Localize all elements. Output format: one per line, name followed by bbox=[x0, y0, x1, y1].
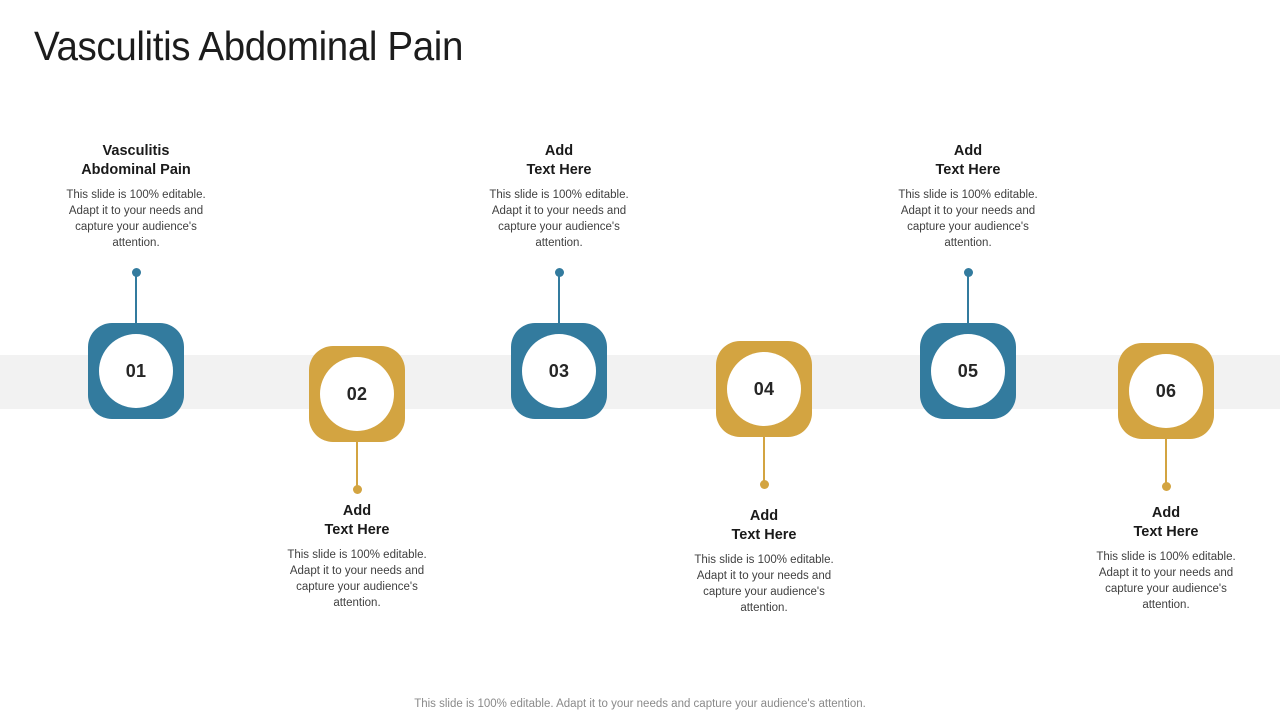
step-connector-03 bbox=[554, 268, 564, 324]
step-heading-line1-05: Add bbox=[953, 143, 983, 159]
step-node-06[interactable]: 06 bbox=[1118, 343, 1214, 439]
step-text-block-01: Vasculitis Abdominal Pain This slide is … bbox=[56, 142, 216, 251]
step-node-03[interactable]: 03 bbox=[511, 323, 607, 419]
step-text-block-03: Add Text Here This slide is 100% editabl… bbox=[479, 142, 639, 251]
step-heading-line2-06: Text Here bbox=[1133, 524, 1199, 540]
step-heading-04: Add Text Here bbox=[684, 507, 844, 545]
step-number-06: 06 bbox=[1155, 380, 1177, 401]
step-description-04: This slide is 100% editable. Adapt it to… bbox=[694, 554, 834, 614]
step-number-02: 02 bbox=[346, 383, 368, 404]
step-number-05: 05 bbox=[957, 360, 979, 381]
step-heading-05: Add Text Here bbox=[888, 142, 1048, 180]
step-node-circle-06: 06 bbox=[1129, 354, 1203, 428]
step-heading-01: Vasculitis Abdominal Pain bbox=[56, 142, 216, 180]
step-connector-02 bbox=[352, 442, 362, 494]
step-connector-04 bbox=[759, 437, 769, 489]
step-text-block-02: Add Text Here This slide is 100% editabl… bbox=[277, 502, 437, 611]
step-description-03: This slide is 100% editable. Adapt it to… bbox=[489, 189, 629, 249]
footer-note: This slide is 100% editable. Adapt it to… bbox=[414, 698, 866, 710]
step-heading-line1-03: Add bbox=[544, 143, 574, 159]
page-title: Vasculitis Abdominal Pain bbox=[34, 23, 464, 69]
step-description-01: This slide is 100% editable. Adapt it to… bbox=[66, 189, 206, 249]
step-node-circle-05: 05 bbox=[931, 334, 1005, 408]
step-heading-line1-06: Add bbox=[1151, 505, 1181, 521]
step-node-circle-02: 02 bbox=[320, 357, 394, 431]
step-heading-line2-04: Text Here bbox=[731, 527, 797, 543]
step-heading-line1-02: Add bbox=[342, 503, 372, 519]
step-text-block-06: Add Text Here This slide is 100% editabl… bbox=[1086, 504, 1246, 613]
step-heading-line1-04: Add bbox=[749, 508, 779, 524]
step-text-block-05: Add Text Here This slide is 100% editabl… bbox=[888, 142, 1048, 251]
step-node-05[interactable]: 05 bbox=[920, 323, 1016, 419]
step-text-block-04: Add Text Here This slide is 100% editabl… bbox=[684, 507, 844, 616]
step-heading-02: Add Text Here bbox=[277, 502, 437, 540]
step-node-01[interactable]: 01 bbox=[88, 323, 184, 419]
connector-dot-icon-02 bbox=[352, 485, 362, 494]
step-heading-line2-05: Text Here bbox=[935, 162, 1001, 178]
step-heading-03: Add Text Here bbox=[479, 142, 639, 180]
step-node-circle-03: 03 bbox=[522, 334, 596, 408]
timeline-band bbox=[0, 355, 1280, 409]
step-connector-01 bbox=[131, 268, 141, 324]
step-node-circle-04: 04 bbox=[727, 352, 801, 426]
step-heading-line1-01: Vasculitis bbox=[102, 143, 170, 159]
step-connector-06 bbox=[1161, 439, 1171, 491]
connector-dot-icon-04 bbox=[759, 480, 769, 489]
step-node-circle-01: 01 bbox=[99, 334, 173, 408]
step-number-01: 01 bbox=[125, 360, 147, 381]
step-number-03: 03 bbox=[548, 360, 570, 381]
connector-dot-icon-03 bbox=[554, 268, 564, 277]
step-connector-05 bbox=[963, 268, 973, 324]
step-description-06: This slide is 100% editable. Adapt it to… bbox=[1096, 551, 1236, 611]
step-heading-line2-01: Abdominal Pain bbox=[81, 162, 191, 178]
step-number-04: 04 bbox=[753, 378, 775, 399]
step-description-05: This slide is 100% editable. Adapt it to… bbox=[898, 189, 1038, 249]
step-node-04[interactable]: 04 bbox=[716, 341, 812, 437]
connector-dot-icon-06 bbox=[1161, 482, 1171, 491]
step-heading-06: Add Text Here bbox=[1086, 504, 1246, 542]
step-heading-line2-03: Text Here bbox=[526, 162, 592, 178]
step-node-02[interactable]: 02 bbox=[309, 346, 405, 442]
connector-dot-icon-01 bbox=[131, 268, 141, 277]
step-heading-line2-02: Text Here bbox=[324, 522, 390, 538]
step-description-02: This slide is 100% editable. Adapt it to… bbox=[287, 549, 427, 609]
connector-dot-icon-05 bbox=[963, 268, 973, 277]
